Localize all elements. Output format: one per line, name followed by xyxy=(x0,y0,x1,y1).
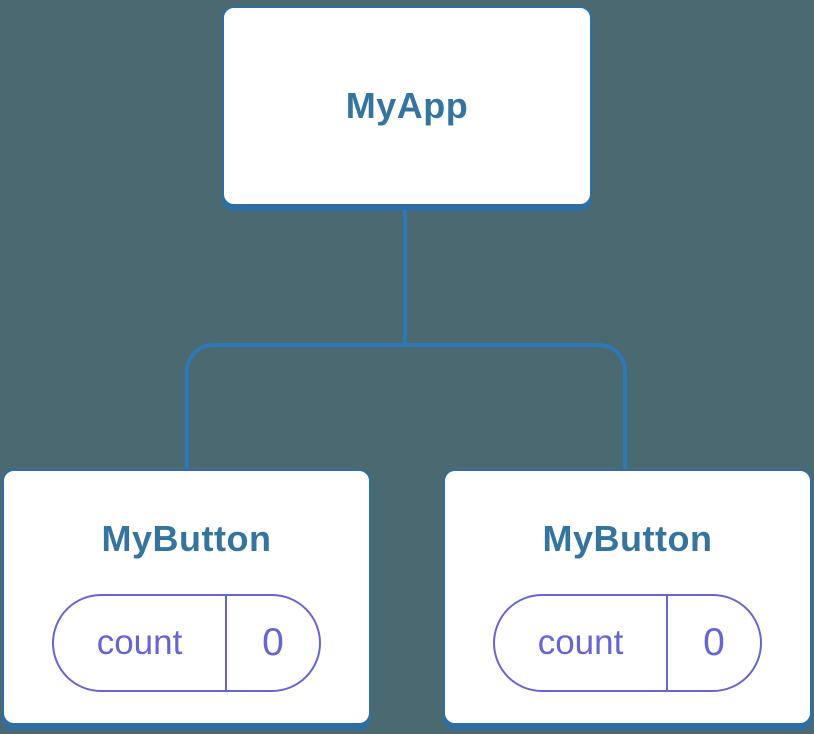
component-label-mybutton-left: MyButton xyxy=(101,518,272,559)
component-card-mybutton-left: MyButton count 0 xyxy=(2,469,371,725)
connector-root-stem xyxy=(403,210,407,345)
state-pill-right: count 0 xyxy=(493,594,762,692)
state-key-left: count xyxy=(96,623,183,662)
state-key-right: count xyxy=(537,623,624,662)
component-card-myapp: MyApp xyxy=(222,6,592,206)
component-card-mybutton-right: MyButton count 0 xyxy=(443,469,812,725)
component-label-mybutton-right: MyButton xyxy=(542,518,713,559)
component-label-myapp: MyApp xyxy=(345,85,469,126)
state-pill-divider-left xyxy=(225,596,227,690)
state-value-right: 0 xyxy=(703,621,725,664)
state-value-left: 0 xyxy=(262,621,284,664)
connector-branch-bracket xyxy=(185,343,627,469)
state-pill-divider-right xyxy=(666,596,668,690)
state-pill-left: count 0 xyxy=(52,594,321,692)
